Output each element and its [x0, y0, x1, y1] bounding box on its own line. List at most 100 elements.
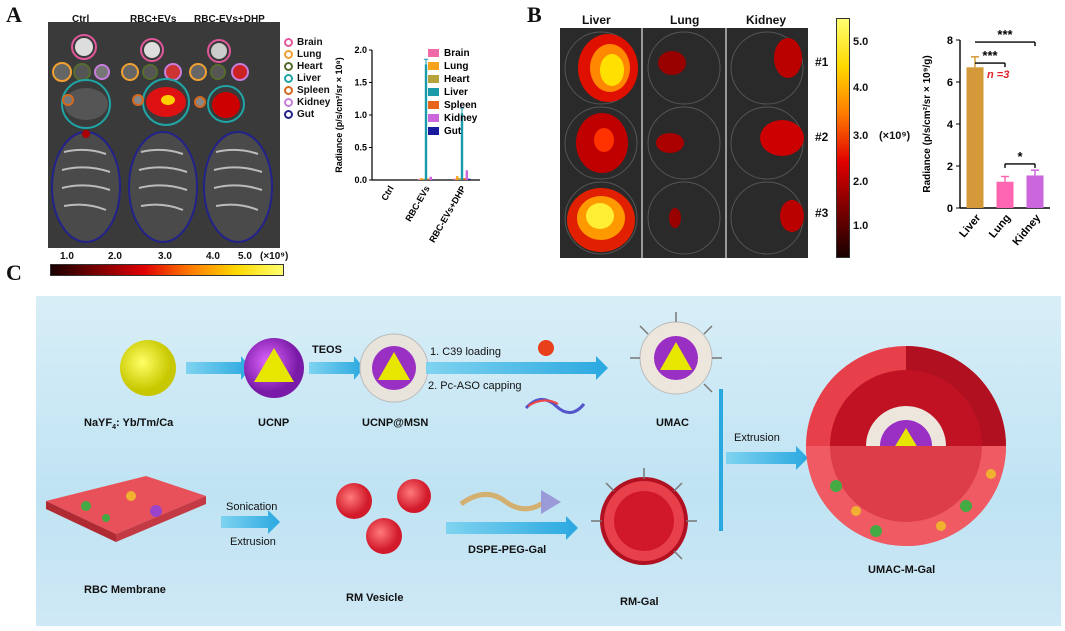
organ-image-svg: [48, 22, 280, 248]
y-tick-label-a: 2.0: [354, 45, 367, 55]
panel-a-letter: A: [6, 2, 22, 27]
scale-b-colorbar: [836, 18, 850, 258]
legend-label-spleen: Spleen: [444, 100, 477, 111]
x-tick-label-b: Lung: [987, 212, 1013, 240]
y-tick-label-a: 1.0: [354, 110, 367, 120]
organ-ring-legend: Brain Lung Heart Liver Spleen Kidney Gut: [284, 36, 330, 120]
label-rm-vesicle: RM Vesicle: [346, 592, 404, 604]
bar-heart: [458, 178, 461, 180]
ring-legend-gut: Gut: [284, 108, 330, 120]
y-tick-label-a: 0.5: [354, 143, 367, 153]
ring-legend-brain: Brain: [284, 36, 330, 48]
legend-label-lung: Lung: [444, 61, 468, 72]
ring-icon: [284, 85, 293, 95]
ring-legend-spleen: Spleen: [284, 84, 330, 96]
label-rm-gal: RM-Gal: [620, 596, 659, 608]
ring-legend-liver: Liver: [284, 72, 330, 84]
label-sonication: Sonication: [226, 501, 278, 513]
legend-label-gut: Gut: [444, 126, 462, 137]
ring-icon: [284, 49, 293, 59]
col-label-lung: Lung: [670, 13, 700, 27]
legend-swatch-gut: [428, 127, 439, 135]
legend-swatch-liver: [428, 88, 439, 96]
y-tick-label-b: 2: [947, 161, 953, 173]
legend-swatch-lung: [428, 62, 439, 70]
ring-icon: [284, 97, 293, 107]
label-step1: 1. C39 loading: [430, 346, 501, 358]
label-step2: 2. Pc-ASO capping: [428, 380, 522, 392]
y-axis-label-b: Radiance (p/s/cm²/sr × 10⁹/g): [922, 55, 933, 192]
sig-label-liver-lung: ***: [982, 48, 998, 63]
label-dspe-peg-gal: DSPE-PEG-Gal: [468, 544, 547, 556]
row-label-2: #2: [815, 130, 829, 144]
label-extrusion-right: Extrusion: [734, 432, 780, 444]
label-umac: UMAC: [656, 417, 689, 429]
sig-label-lung-kidney: *: [1017, 149, 1023, 164]
bar-gut: [432, 179, 435, 180]
bar-kidney: [1026, 175, 1044, 208]
ex-vivo-organ-image: [48, 22, 280, 248]
group-label-rbc-evs-dhp: RBC-EVs+DHP: [194, 14, 265, 25]
label-umac-m-gal: UMAC-M-Gal: [868, 564, 936, 576]
ring-icon: [284, 37, 293, 47]
label-extrusion-left: Extrusion: [230, 536, 276, 548]
ring-legend-kidney: Kidney: [284, 96, 330, 108]
ring-icon: [284, 109, 293, 119]
y-axis-label-a: Radiance (p/s/cm²/sr × 10⁸): [334, 57, 344, 173]
label-ucnp: UCNP: [258, 417, 290, 429]
legend-swatch-heart: [428, 75, 439, 83]
legend-swatch-brain: [428, 49, 439, 57]
ring-legend-heart: Heart: [284, 60, 330, 72]
bar-kidney: [465, 170, 468, 180]
bar-liver: [966, 67, 984, 208]
y-tick-label-a: 0.0: [354, 175, 367, 185]
bar-liver: [424, 64, 428, 180]
bar-kidney: [429, 176, 432, 180]
x-tick-label-a: Ctrl: [379, 184, 395, 202]
ring-legend-lung: Lung: [284, 48, 330, 60]
legend-swatch-spleen: [428, 101, 439, 109]
x-tick-label-b: Liver: [957, 212, 984, 240]
bar-lung: [420, 178, 423, 180]
x-tick-label-a: RBC-EVs+DHP: [427, 184, 468, 244]
bar-brain: [453, 178, 456, 180]
row-label-3: #3: [815, 206, 829, 220]
label-nayf4: NaYF4: Yb/Tm/Ca: [84, 417, 174, 432]
fluorescence-grid-svg: [560, 28, 808, 258]
legend-label-heart: Heart: [444, 74, 470, 85]
label-ucnp-msn: UCNP@MSN: [362, 417, 429, 429]
scale-a-colorbar: [50, 264, 284, 276]
schematic-panel: NaYF4: Yb/Tm/Ca UCNP TEOS UCNP@MSN 1. C3…: [36, 296, 1061, 626]
schematic-svg: [46, 312, 1006, 565]
bar-liver: [460, 113, 464, 180]
bar-heart: [422, 178, 425, 180]
panel-b-letter: B: [527, 2, 542, 27]
group-label-rbc-evs: RBC+EVs: [130, 14, 177, 25]
bar-gut: [468, 178, 471, 180]
x-tick-label-b: Kidney: [1011, 212, 1044, 248]
ring-icon: [284, 73, 293, 83]
legend-swatch-kidney: [428, 114, 439, 122]
y-tick-label-b: 6: [947, 77, 953, 89]
legend-label-brain: Brain: [444, 48, 470, 59]
col-label-liver: Liver: [582, 13, 611, 27]
y-tick-label-b: 4: [947, 119, 954, 131]
panel-c-letter: C: [6, 260, 22, 285]
bar-spleen: [427, 178, 430, 180]
label-teos: TEOS: [312, 344, 342, 356]
y-tick-label-b: 8: [947, 35, 953, 47]
bar-spleen: [463, 178, 466, 180]
row-label-1: #1: [815, 55, 829, 69]
label-rbc-membrane: RBC Membrane: [84, 584, 166, 596]
col-label-kidney: Kidney: [746, 13, 787, 27]
group-label-ctrl: Ctrl: [72, 14, 90, 25]
y-tick-label-a: 1.5: [354, 78, 367, 88]
organ-fluorescence-grid: [560, 28, 808, 258]
ring-icon: [284, 61, 293, 71]
legend-label-kidney: Kidney: [444, 113, 478, 124]
bar-lung: [456, 176, 459, 180]
bar-brain: [417, 179, 420, 180]
x-tick-label-a: RBC-EVs: [403, 184, 431, 223]
